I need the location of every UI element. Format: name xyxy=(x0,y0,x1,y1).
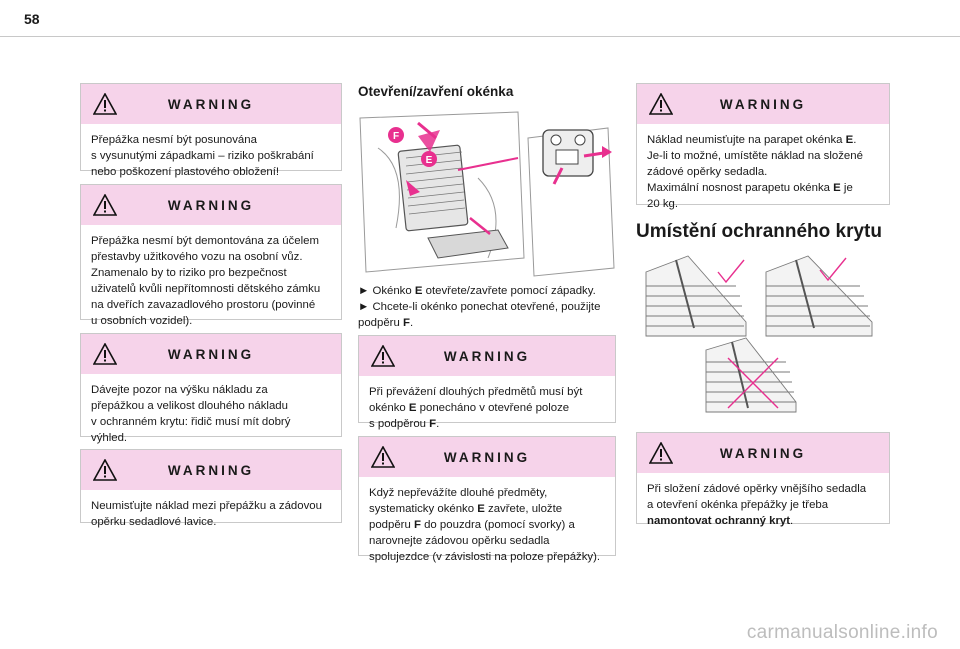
warning-triangle-icon xyxy=(93,194,117,216)
warning-triangle-icon xyxy=(93,93,117,115)
warning-triangle-icon xyxy=(649,442,673,464)
warning-title: WARNING xyxy=(443,348,531,364)
warning-triangle-icon xyxy=(93,343,117,365)
top-divider xyxy=(0,36,960,37)
warning-header: WARNING xyxy=(637,84,889,124)
warning-triangle-icon xyxy=(371,446,395,468)
footer-watermark: carmanualsonline.info xyxy=(746,622,938,643)
warning-triangle-icon xyxy=(649,93,673,115)
warning-header: WARNING xyxy=(81,84,341,124)
warning-box-3: WARNING Dávejte pozor na výšku nákladu z… xyxy=(80,333,342,444)
label-f: F xyxy=(393,131,399,142)
warning-title: WARNING xyxy=(167,462,255,478)
warning-box-7: WARNING Náklad neumisťujte na parapet ok… xyxy=(636,83,890,210)
warning-box-2: WARNING Přepážka nesmí být demontována z… xyxy=(80,184,342,327)
warning-box-4: WARNING Neumisťujte náklad mezi přepážku… xyxy=(80,449,342,528)
warning-title: WARNING xyxy=(167,197,255,213)
warning-text: Přepážka nesmí být demontována za účelem… xyxy=(91,235,321,327)
section-title-cover: Umístění ochranného krytu xyxy=(636,221,882,242)
instruction-2-cont: podpěru F. xyxy=(358,317,414,329)
warning-box-6: WARNING Když nepřevážíte dlouhé předměty… xyxy=(358,436,616,563)
warning-header: WARNING xyxy=(81,450,341,490)
label-e: E xyxy=(426,155,433,166)
warning-header: WARNING xyxy=(359,437,615,477)
cover-illustration xyxy=(636,252,890,414)
warning-text: Náklad neumisťujte na parapet okénka E. … xyxy=(647,134,863,210)
warning-title: WARNING xyxy=(719,445,807,461)
warning-triangle-icon xyxy=(93,459,117,481)
window-diagram-icon: F E xyxy=(359,111,615,277)
warning-title: WARNING xyxy=(167,346,255,362)
warning-header: WARNING xyxy=(359,336,615,376)
instruction-1: ► Okénko E otevřete/zavřete pomocí západ… xyxy=(358,285,596,297)
window-instructions: ► Okénko E otevřete/zavřete pomocí západ… xyxy=(358,283,620,331)
warning-text: Při převážení dlouhých předmětů musí být… xyxy=(369,386,583,430)
warning-header: WARNING xyxy=(637,433,889,473)
warning-text: Neumisťujte náklad mezi přepážku a zádov… xyxy=(91,500,322,528)
warning-header: WARNING xyxy=(81,185,341,225)
window-illustration: F E xyxy=(358,108,616,278)
page-number: 58 xyxy=(24,11,40,27)
warning-box-8: WARNING Při složení zádové opěrky vnější… xyxy=(636,432,890,527)
warning-box-5: WARNING Při převážení dlouhých předmětů … xyxy=(358,335,616,430)
section-title-window: Otevření/zavření okénka xyxy=(358,84,514,99)
warning-triangle-icon xyxy=(371,345,395,367)
warning-text: Při složení zádové opěrky vnějšího sedad… xyxy=(647,483,867,527)
warning-title: WARNING xyxy=(167,96,255,112)
warning-text: Když nepřevážíte dlouhé předměty, system… xyxy=(369,487,601,563)
protective-cover-diagram-icon xyxy=(645,255,873,413)
instruction-2: ► Chcete-li okénko ponechat otevřené, po… xyxy=(358,301,601,313)
warning-title: WARNING xyxy=(719,96,807,112)
warning-title: WARNING xyxy=(443,449,531,465)
warning-header: WARNING xyxy=(81,334,341,374)
